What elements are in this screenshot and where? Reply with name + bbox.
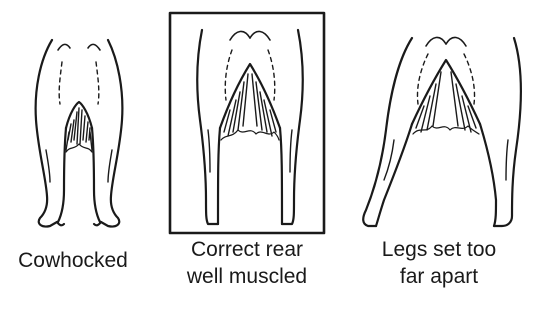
caption-line: Cowhocked (18, 247, 128, 274)
caption-line: Correct rear (187, 236, 307, 263)
cowhocked-legs-illustration (36, 40, 123, 227)
caption-cowhocked: Cowhocked (18, 247, 128, 274)
caption-legs-too-far-apart: Legs set too far apart (382, 236, 496, 290)
caption-line: Legs set too (382, 236, 496, 263)
legs-too-far-apart-illustration (363, 37, 521, 226)
caption-line: far apart (382, 263, 496, 290)
correct-rear-legs-illustration (197, 30, 303, 224)
caption-correct-rear: Correct rear well muscled (187, 236, 307, 290)
caption-line: well muscled (187, 263, 307, 290)
